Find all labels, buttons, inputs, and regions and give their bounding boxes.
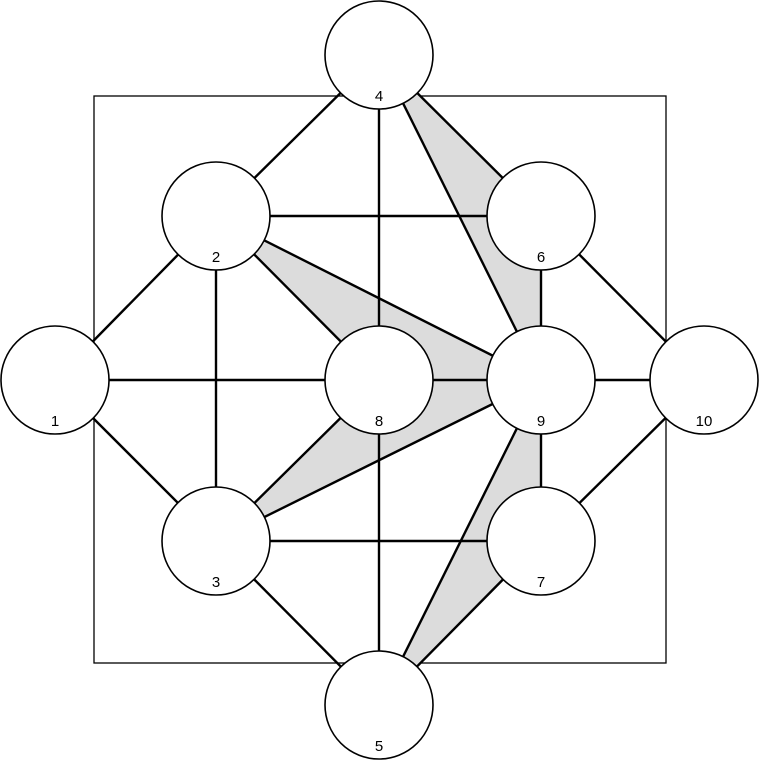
node-circle <box>486 325 596 435</box>
node-label: 3 <box>212 574 220 591</box>
node-circle <box>324 325 434 435</box>
node-label: 4 <box>375 88 383 105</box>
node-circle <box>161 161 271 271</box>
edge-2-9 <box>215 214 542 382</box>
node-label: 10 <box>696 413 713 430</box>
node-label: 5 <box>375 738 383 755</box>
edge-5-9 <box>377 379 543 706</box>
node-label: 7 <box>537 574 545 591</box>
node-7: 7 <box>486 486 596 596</box>
node-8: 8 <box>324 325 434 435</box>
node-3: 3 <box>161 486 271 596</box>
node-label: 6 <box>537 249 545 266</box>
node-label: 2 <box>212 249 220 266</box>
node-4: 4 <box>324 0 434 110</box>
node-label: 1 <box>51 413 59 430</box>
node-10: 10 <box>649 325 759 435</box>
node-circle <box>486 161 596 271</box>
node-5: 5 <box>324 650 434 760</box>
edge-9-3 <box>215 378 542 543</box>
node-9: 9 <box>486 325 596 435</box>
node-label: 8 <box>375 413 383 430</box>
node-circle <box>161 486 271 596</box>
node-circle <box>0 325 110 435</box>
edge-4-9 <box>377 54 543 381</box>
node-circle <box>324 650 434 760</box>
node-circle <box>649 325 759 435</box>
node-circle <box>324 0 434 110</box>
node-1: 1 <box>0 325 110 435</box>
node-circle <box>486 486 596 596</box>
node-2: 2 <box>161 161 271 271</box>
node-label: 9 <box>537 413 545 430</box>
node-6: 6 <box>486 161 596 271</box>
